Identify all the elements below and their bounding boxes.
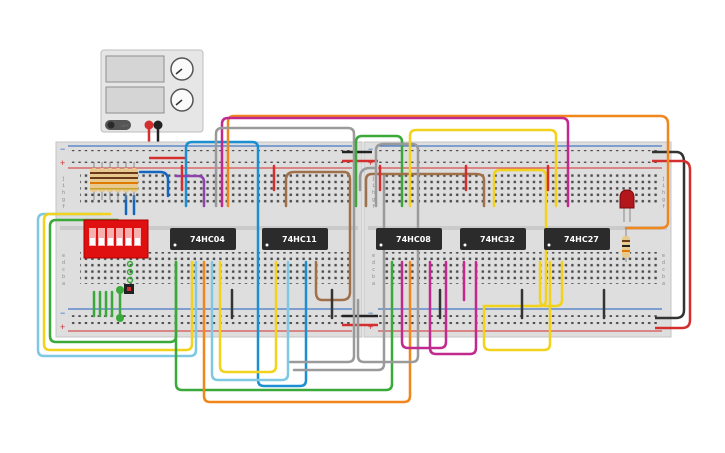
wire-layer <box>36 114 670 404</box>
rail-plus-sign: + <box>368 158 373 168</box>
svg-text:h: h <box>662 190 665 196</box>
wire-yellow-right[interactable] <box>408 128 558 208</box>
svg-text:d: d <box>662 260 665 266</box>
svg-text:d: d <box>372 260 375 266</box>
svg-text:j: j <box>372 176 375 182</box>
svg-text:i: i <box>372 183 375 189</box>
led[interactable] <box>619 189 635 222</box>
dip-switch-toggle[interactable] <box>125 228 132 246</box>
rail-minus-sign: − <box>368 144 373 154</box>
svg-text:i: i <box>662 183 665 189</box>
chip-74hc11[interactable]: 74HC11 <box>262 228 328 250</box>
svg-text:e: e <box>372 253 375 259</box>
chip-label: 74HC27 <box>564 235 599 244</box>
chip-label: 74HC32 <box>480 235 515 244</box>
dip-switch-toggle[interactable] <box>134 228 141 246</box>
wire-yellow[interactable] <box>42 212 194 352</box>
wire-green-right[interactable] <box>354 134 404 208</box>
wire-green[interactable] <box>48 218 178 344</box>
rail-minus-sign: − <box>368 308 373 318</box>
svg-text:a: a <box>372 281 375 287</box>
dip-switch-toggle[interactable] <box>98 228 105 246</box>
svg-text:f: f <box>662 204 665 210</box>
wire-gray[interactable] <box>214 126 356 364</box>
pushbutton[interactable] <box>124 284 134 294</box>
wire-yellow-bottom[interactable] <box>218 260 278 374</box>
chip-74hc27[interactable]: 74HC27 <box>544 228 610 250</box>
dip-switch-toggle[interactable] <box>107 228 114 246</box>
svg-text:e: e <box>662 253 665 259</box>
row-letters-right-top: j i h g f j i h g f <box>372 176 665 210</box>
wire-magenta-bottom[interactable] <box>400 260 448 350</box>
svg-text:b: b <box>62 274 65 280</box>
chip-label: 74HC08 <box>396 235 431 244</box>
svg-text:h: h <box>62 190 65 196</box>
chip-74hc32[interactable]: 74HC32 <box>460 228 526 250</box>
power-switch-knob <box>107 121 115 129</box>
rail-plus-sign: + <box>368 322 373 332</box>
svg-text:c: c <box>662 267 665 273</box>
svg-text:f: f <box>62 204 65 210</box>
chip-74hc04[interactable]: 74HC04 <box>170 228 236 250</box>
wire-blue-loop[interactable] <box>184 140 308 388</box>
resistor-array[interactable] <box>90 162 138 200</box>
jumper-dots <box>116 260 134 322</box>
wire-magenta-bottom[interactable] <box>428 260 478 356</box>
wire-green-bottom[interactable] <box>174 260 394 392</box>
rail-minus-sign: − <box>60 144 65 154</box>
svg-text:b: b <box>372 274 375 280</box>
wire-lightblue-bottom[interactable] <box>210 260 290 382</box>
current-display <box>105 86 165 114</box>
svg-text:j: j <box>62 176 65 182</box>
wire-gray[interactable] <box>358 166 376 192</box>
dip-switch-toggle[interactable] <box>89 228 96 246</box>
dip-switch[interactable] <box>83 219 149 259</box>
svg-text:g: g <box>662 197 665 203</box>
svg-text:g: g <box>62 197 65 203</box>
chip-label: 74HC04 <box>190 235 225 244</box>
wire-gray-right[interactable] <box>356 142 420 364</box>
wire-brown[interactable] <box>284 170 352 302</box>
svg-text:a: a <box>62 281 65 287</box>
led-resistor[interactable] <box>622 228 630 262</box>
svg-text:f: f <box>372 204 375 210</box>
svg-text:h: h <box>372 190 375 196</box>
svg-text:a: a <box>662 281 665 287</box>
wire-yellow-short[interactable] <box>538 260 564 308</box>
chip-label: 74HC11 <box>282 235 317 244</box>
svg-text:d: d <box>62 260 65 266</box>
svg-text:c: c <box>62 267 65 273</box>
rail-plus-sign: + <box>60 158 65 168</box>
power-supply[interactable]: OFF <box>100 49 204 133</box>
wire-gray[interactable] <box>292 172 386 372</box>
rail-minus-sign: − <box>60 308 65 318</box>
row-letters-left-bottom: e d c b a <box>62 253 65 287</box>
dip-switch-toggle[interactable] <box>116 228 123 246</box>
svg-text:i: i <box>62 183 65 189</box>
wire-blue[interactable] <box>138 170 170 198</box>
power-switch-label: OFF <box>121 123 130 128</box>
right-ground-loop-wire[interactable] <box>652 150 686 320</box>
row-letters-right-bottom: e d c b a e d c b a <box>372 253 665 287</box>
chip-74hc08[interactable]: 74HC08 <box>376 228 442 250</box>
svg-text:b: b <box>662 274 665 280</box>
wire-orange-bottom[interactable] <box>202 260 412 404</box>
rail-plus-sign: + <box>60 322 65 332</box>
wire-purple[interactable] <box>174 174 206 208</box>
wire-brown-right[interactable] <box>364 172 486 208</box>
wire-lightblue[interactable] <box>36 212 198 358</box>
wire-magenta-top[interactable] <box>220 116 570 208</box>
svg-text:g: g <box>372 197 375 203</box>
svg-text:j: j <box>662 176 665 182</box>
voltage-display <box>105 55 165 83</box>
row-letters-left-top: j i h g f <box>62 176 65 210</box>
right-power-loop-wire[interactable] <box>652 159 692 330</box>
svg-text:c: c <box>372 267 375 273</box>
svg-text:e: e <box>62 253 65 259</box>
